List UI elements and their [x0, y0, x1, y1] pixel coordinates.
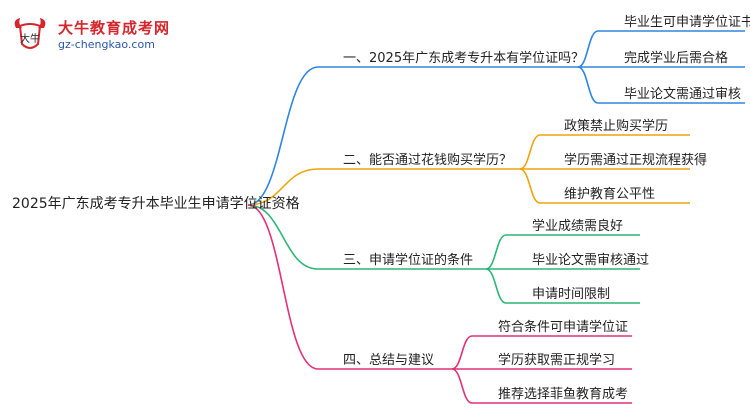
branch-2-leaf-2: 学历需通过正规流程获得 [564, 153, 708, 168]
branch-2-label: 二、能否通过花钱购买学历？ [343, 153, 513, 168]
logo-url[interactable]: gz-chengkao.com [58, 38, 155, 51]
branch-4-leaf-3: 推荐选择菲鱼教育成考 [498, 387, 629, 402]
branch-4-label: 四、总结与建议 [343, 353, 435, 368]
branch-2-leaf-1: 政策禁止购买学历 [564, 119, 669, 134]
branch-4-leaf-2: 学历获取需正规学习 [498, 353, 616, 368]
branch-3-label: 三、申请学位证的条件 [343, 253, 474, 268]
branch-3-leaf-1-connector [485, 234, 640, 270]
branch-3-leaf-3: 申请时间限制 [532, 287, 611, 302]
site-logo[interactable]: 大牛 大牛教育成考网 gz-chengkao.com [8, 14, 208, 58]
branch-1-leaf-3-connector [577, 66, 745, 104]
branch-1-connector [247, 66, 578, 206]
branch-4-leaf-3-connector [451, 368, 632, 404]
branch-1-leaf-2: 完成学业后需合格 [624, 51, 729, 66]
branch-2-leaf-3: 维护教育公平性 [564, 187, 656, 202]
branch-2-leaf-1-connector [519, 134, 690, 170]
logo-mark-text: 大牛 [20, 32, 40, 45]
branch-4-connector [247, 204, 452, 370]
branch-3-leaf-1: 学业成绩需良好 [532, 219, 624, 234]
branch-4-leaf-1: 符合条件可申请学位证 [498, 320, 629, 335]
branch-4-leaf-1-connector [451, 335, 632, 370]
branch-3-leaf-2: 毕业论文需审核通过 [532, 253, 650, 268]
logo-bull-icon: 大牛 [14, 18, 46, 49]
branch-1-leaf-1: 毕业生可申请学位证书 [624, 15, 750, 30]
logo-title: 大牛教育成考网 [58, 19, 171, 37]
branch-3-connector [247, 204, 486, 270]
branch-1-leaf-3: 毕业论文需通过审核 [624, 87, 742, 102]
branch-2-leaf-3-connector [519, 168, 690, 204]
mindmap-root: 2025年广东成考专升本毕业生申请学位证资格 [12, 196, 300, 212]
branch-1-label: 一、2025年广东成考专升本有学位证吗？ [343, 51, 585, 66]
branch-2-connector [247, 168, 520, 206]
branch-1-leaf-1-connector [577, 30, 745, 68]
branch-3-leaf-3-connector [485, 268, 640, 304]
